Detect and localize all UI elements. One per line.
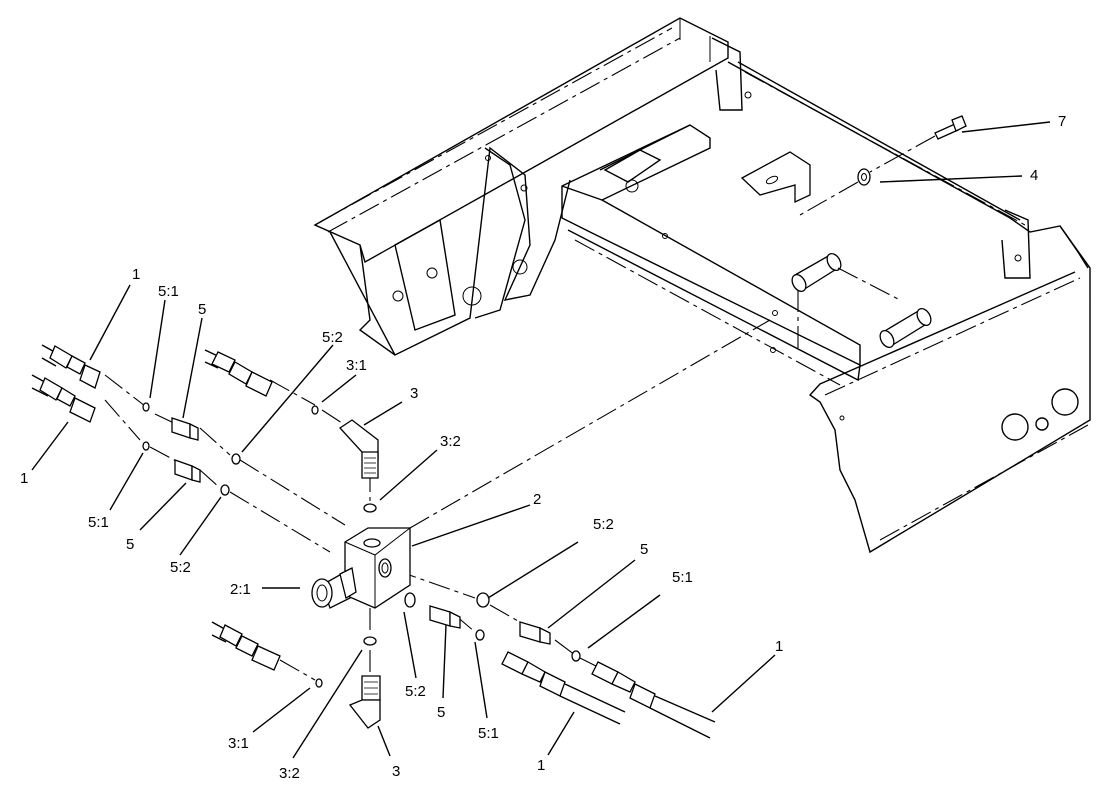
callout-5-2-right: 5:2 <box>593 516 614 533</box>
oring-3-2-top <box>363 503 377 513</box>
hose-upper-left-2 <box>31 374 96 423</box>
oring-5-1-right <box>571 650 581 662</box>
pin-upper <box>791 252 842 293</box>
frame-assembly <box>313 17 1091 554</box>
callout-3-2-top: 3:2 <box>440 433 461 450</box>
callout-7: 7 <box>1058 113 1066 130</box>
callout-5-2-top: 5:2 <box>322 329 343 346</box>
callout-5-top: 5 <box>198 301 206 318</box>
elbow-fitting-3-bottom <box>348 675 381 729</box>
hose-upper-left-1 <box>41 344 101 389</box>
oring-3-2-bot <box>363 636 377 646</box>
manifold-block-2 <box>344 527 411 609</box>
callout-3-top: 3 <box>410 385 418 402</box>
callout-3-1-top: 3:1 <box>346 357 367 374</box>
oring-5-1-bot <box>475 629 485 641</box>
hose-lower-right-1 <box>501 651 626 725</box>
hose-upper-middle <box>204 349 273 397</box>
callout-3-1-bot: 3:1 <box>228 735 249 752</box>
valve-2-1 <box>311 567 357 609</box>
callout-3-bot: 3 <box>392 763 400 780</box>
callout-1-left: 1 <box>20 470 28 487</box>
hose-lower-right-2 <box>591 661 716 739</box>
bolt-part-7 <box>934 115 967 140</box>
callout-5-bot: 5 <box>437 704 445 721</box>
oring-5-1-top <box>142 402 150 412</box>
callout-1-right: 1 <box>775 638 783 655</box>
callout-5-2-bot: 5:2 <box>405 683 426 700</box>
callout-1-top: 1 <box>132 266 140 283</box>
elbow-fitting-3-top <box>339 419 379 479</box>
callout-4: 4 <box>1030 167 1038 184</box>
oring-5-2-bot <box>404 592 416 608</box>
adapter-5-right <box>519 621 551 645</box>
oring-3-1-bot <box>315 678 323 688</box>
callout-1-bot: 1 <box>537 757 545 774</box>
adapter-5-top <box>171 417 199 441</box>
callout-5-1-right: 5:1 <box>672 569 693 586</box>
oring-5-1-left <box>142 441 150 451</box>
callout-5-left: 5 <box>126 536 134 553</box>
callout-5-1-bot: 5:1 <box>478 725 499 742</box>
callout-3-2-bot: 3:2 <box>279 765 300 782</box>
oring-5-2-right <box>476 592 490 608</box>
oring-5-2-top <box>231 453 241 465</box>
oring-5-2-left <box>220 484 230 496</box>
callout-5-1-left: 5:1 <box>88 514 109 531</box>
adapter-5-bot <box>429 605 461 629</box>
callout-2-1: 2:1 <box>230 581 251 598</box>
leader-lines <box>31 121 1051 759</box>
hose-lower-left <box>211 621 281 671</box>
callout-2: 2 <box>533 491 541 508</box>
washer-part-4 <box>857 168 871 186</box>
callout-5-right: 5 <box>640 541 648 558</box>
oring-3-1-top <box>311 405 319 415</box>
callout-5-1-top: 5:1 <box>158 283 179 300</box>
adapter-5-left <box>174 459 201 483</box>
callout-5-2-left: 5:2 <box>170 559 191 576</box>
pin-lower <box>879 307 932 349</box>
